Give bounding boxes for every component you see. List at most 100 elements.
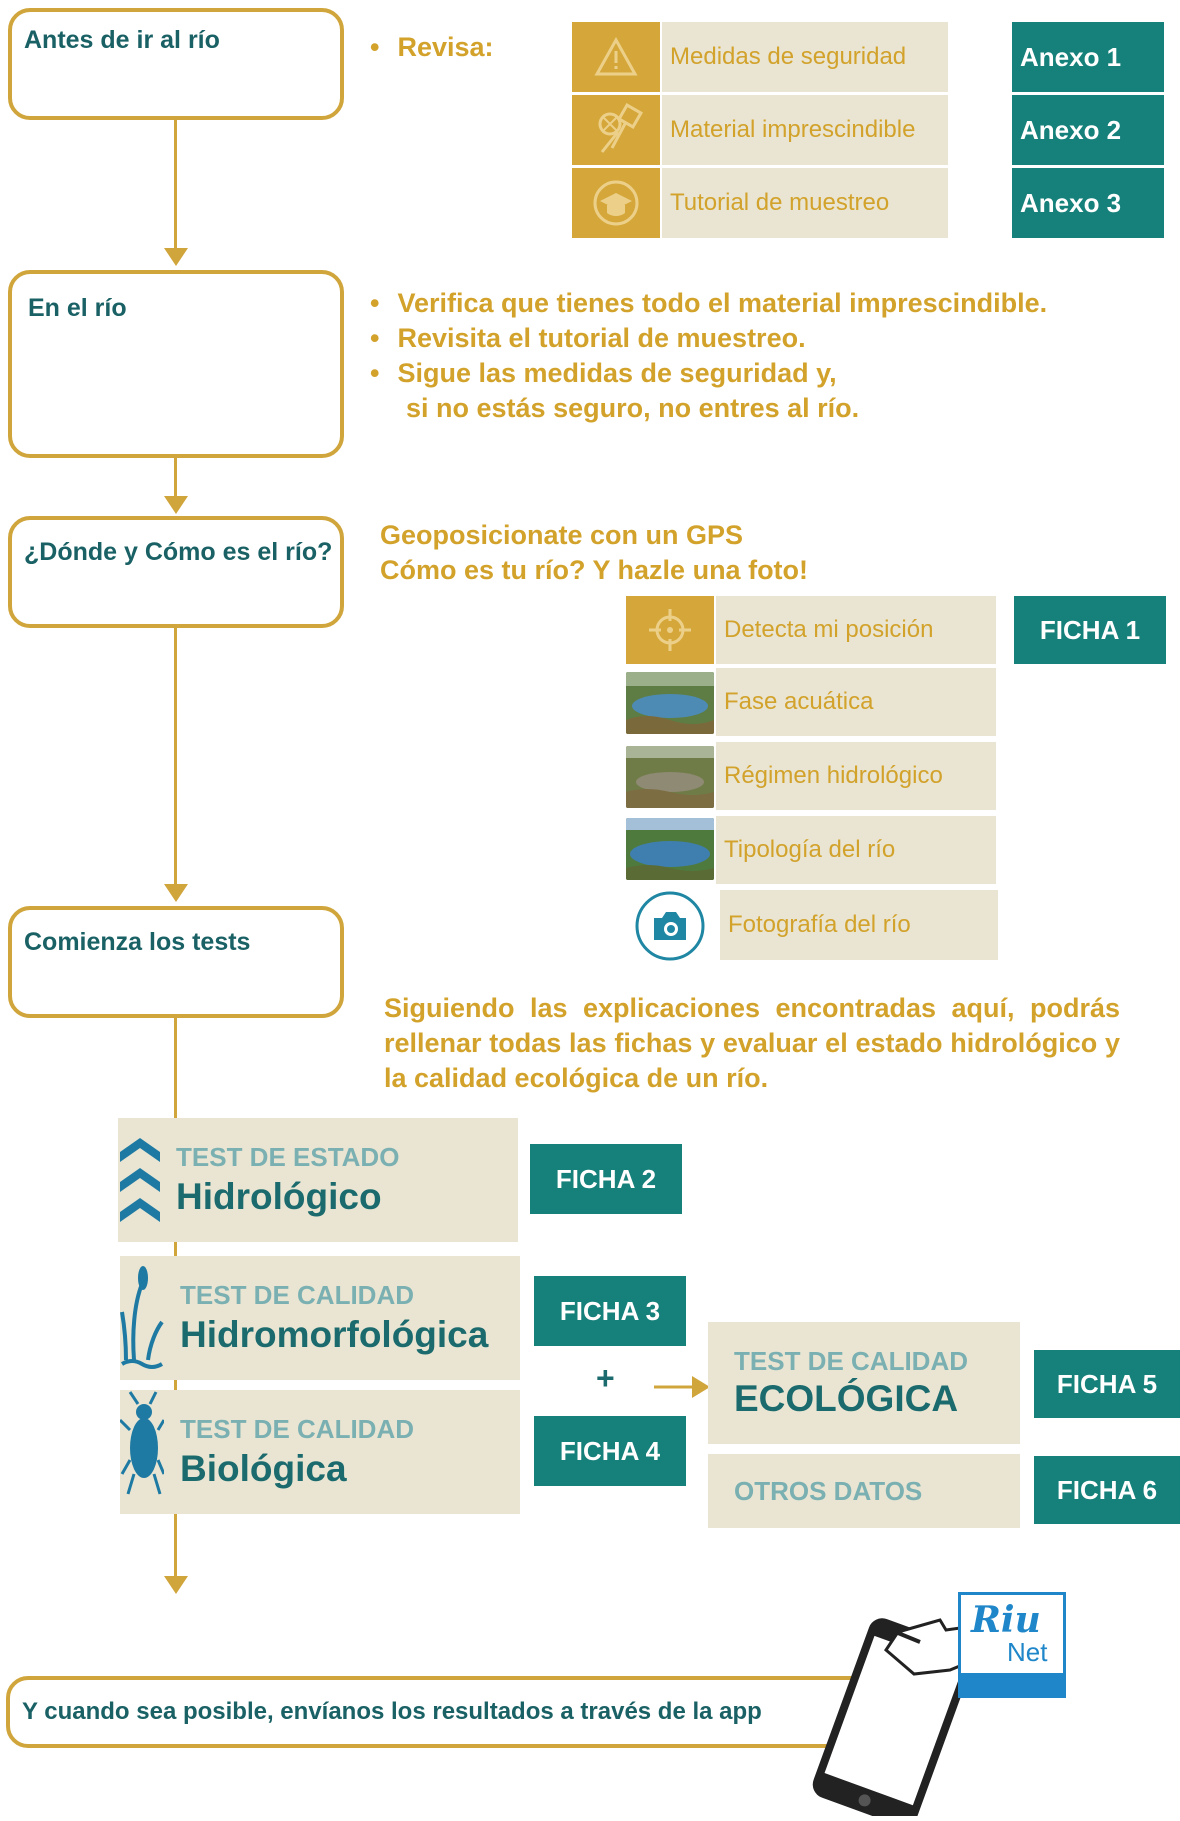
final-step: Y cuando sea posible, envíanos los resul… [6, 1676, 906, 1748]
final-label: Y cuando sea posible, envíanos los resul… [22, 1698, 762, 1725]
annex-icon [572, 22, 660, 92]
step-before: Antes de ir al río [8, 8, 344, 120]
ficha-badge: FICHA 2 [555, 1163, 657, 1194]
crosshair-icon [649, 609, 691, 651]
revisa-heading: • Revisa: [370, 30, 494, 65]
connector [174, 628, 177, 886]
test-hydro-card[interactable]: TEST DE ESTADO Hidrológico [118, 1118, 518, 1242]
step-where: ¿Dónde y Cómo es el río? [8, 516, 344, 628]
test-eco-card[interactable]: TEST DE CALIDAD ECOLÓGICA [708, 1322, 1020, 1444]
ficha-badge: FICHA 5 [1056, 1368, 1158, 1399]
test-main: Hidrológico [176, 1176, 382, 1217]
reeds-icon [120, 1266, 164, 1369]
test-morph-card[interactable]: TEST DE CALIDAD Hidromorfológica [120, 1256, 520, 1380]
annex-badge: Anexo 2 [1020, 114, 1122, 145]
annex-badge: Anexo 1 [1020, 41, 1122, 72]
arrow-down [164, 496, 188, 514]
ficha-item-label: Fotografía del río [728, 911, 911, 938]
net-icon [598, 103, 643, 153]
arrow-down [164, 248, 188, 266]
test-main: Hidromorfológica [180, 1314, 489, 1355]
annex-1-button[interactable]: Anexo 1 [1012, 22, 1164, 92]
connector [174, 458, 177, 498]
annex-label: Tutorial de muestreo [670, 189, 890, 216]
ficha-badge: FICHA 4 [559, 1435, 661, 1466]
camera-icon [635, 891, 705, 961]
connector [174, 120, 177, 250]
logo-line1: Riu [971, 1599, 1041, 1641]
annex-label: Medidas de seguridad [670, 43, 907, 70]
camera-button[interactable] [634, 890, 706, 962]
beetle-icon [120, 1391, 164, 1495]
test-sub: TEST DE CALIDAD [180, 1414, 414, 1444]
ficha-item-regimen[interactable]: Régimen hidrológico [716, 742, 996, 810]
bullet-line: •Sigue las medidas de seguridad y, [370, 358, 837, 388]
ficha1-list: Detecta mi posición FICHA 1 Fase acuátic… [626, 596, 1166, 962]
step-tests-label: Comienza los tests [24, 928, 251, 956]
step-before-label: Antes de ir al río [24, 26, 220, 54]
ficha-6-button[interactable]: FICHA 6 [1034, 1456, 1180, 1524]
river-photo [626, 746, 714, 808]
test-bio-card[interactable]: TEST DE CALIDAD Biológica [120, 1390, 520, 1514]
ficha-5-button[interactable]: FICHA 5 [1034, 1350, 1180, 1418]
gps-line1: Geoposicionate con un GPS [380, 520, 744, 550]
plus-sign: + [596, 1360, 615, 1396]
ficha-badge: FICHA 1 [1039, 614, 1141, 645]
annex-icon [572, 95, 660, 165]
logo-line2: Net [1007, 1637, 1048, 1667]
bullet-line: •Revisita el tutorial de muestreo. [370, 323, 806, 353]
ficha-item-label: Régimen hidrológico [724, 762, 943, 789]
annex-label: Material imprescindible [670, 116, 916, 143]
ficha-badge: FICHA 6 [1056, 1474, 1158, 1505]
test-sub: TEST DE CALIDAD [734, 1346, 968, 1376]
annex-2-button[interactable]: Anexo 2 [1012, 95, 1164, 165]
river-photo [626, 818, 714, 880]
annex-icon [572, 168, 660, 238]
bullet: • [370, 32, 380, 62]
step-where-label: ¿Dónde y Cómo es el río? [24, 538, 333, 566]
riunet-logo[interactable]: Riu Net [958, 1592, 1066, 1698]
waves-icon [120, 1138, 160, 1222]
test-sub: TEST DE ESTADO [176, 1142, 400, 1172]
gps-text: Geoposicionate con un GPS Cómo es tu río… [380, 518, 808, 588]
ficha-item-label: Detecta mi posición [724, 616, 934, 643]
test-main: Biológica [180, 1448, 347, 1489]
river-bullets: •Verifica que tienes todo el material im… [370, 286, 1160, 426]
annex-list: Medidas de seguridad Anexo 1 Material im… [572, 22, 1166, 238]
logo-water [961, 1673, 1063, 1695]
annex-badge: Anexo 3 [1020, 187, 1122, 218]
test-main: ECOLÓGICA [734, 1378, 959, 1419]
ficha-badge: FICHA 3 [559, 1295, 661, 1326]
annex-item-security[interactable]: Medidas de seguridad [662, 22, 948, 92]
other-data-card[interactable]: OTROS DATOS [708, 1454, 1020, 1528]
ficha-icon [626, 596, 714, 664]
bullet-line: •Verifica que tienes todo el material im… [370, 288, 1048, 318]
test-sub: TEST DE CALIDAD [180, 1280, 414, 1310]
step-tests: Comienza los tests [8, 906, 344, 1018]
ficha-item-tipologia[interactable]: Tipología del río [716, 816, 996, 884]
arrow-down [164, 884, 188, 902]
revisa-label: Revisa: [397, 32, 494, 62]
arrow-right [654, 1372, 710, 1407]
ficha-4-button[interactable]: FICHA 4 [534, 1416, 686, 1486]
explanation-text: Siguiendo las explicaciones encontradas … [384, 993, 1120, 1093]
step-at-river-label: En el río [28, 294, 127, 322]
ficha-item-position[interactable]: Detecta mi posición [716, 596, 996, 664]
ficha-item-fase[interactable]: Fase acuática [716, 668, 996, 736]
ficha-3-button[interactable]: FICHA 3 [534, 1276, 686, 1346]
ficha-item-label: Fase acuática [724, 688, 874, 715]
annex-item-tutorial[interactable]: Tutorial de muestreo [662, 168, 948, 238]
graduation-cap-icon [593, 180, 639, 226]
annex-3-button[interactable]: Anexo 3 [1012, 168, 1164, 238]
ficha-item-foto[interactable]: Fotografía del río [720, 890, 998, 960]
ficha-1-button[interactable]: FICHA 1 [1014, 596, 1166, 664]
ficha-item-label: Tipología del río [724, 836, 896, 863]
river-photo [626, 672, 714, 734]
ficha-2-button[interactable]: FICHA 2 [530, 1144, 682, 1214]
arrow-down [164, 1576, 188, 1594]
warning-icon [594, 37, 638, 76]
gps-line2: Cómo es tu río? Y hazle una foto! [380, 555, 809, 585]
step-at-river: En el río [8, 270, 344, 458]
annex-item-material[interactable]: Material imprescindible [662, 95, 948, 165]
bullet-line: si no estás seguro, no entres al río. [406, 393, 860, 423]
